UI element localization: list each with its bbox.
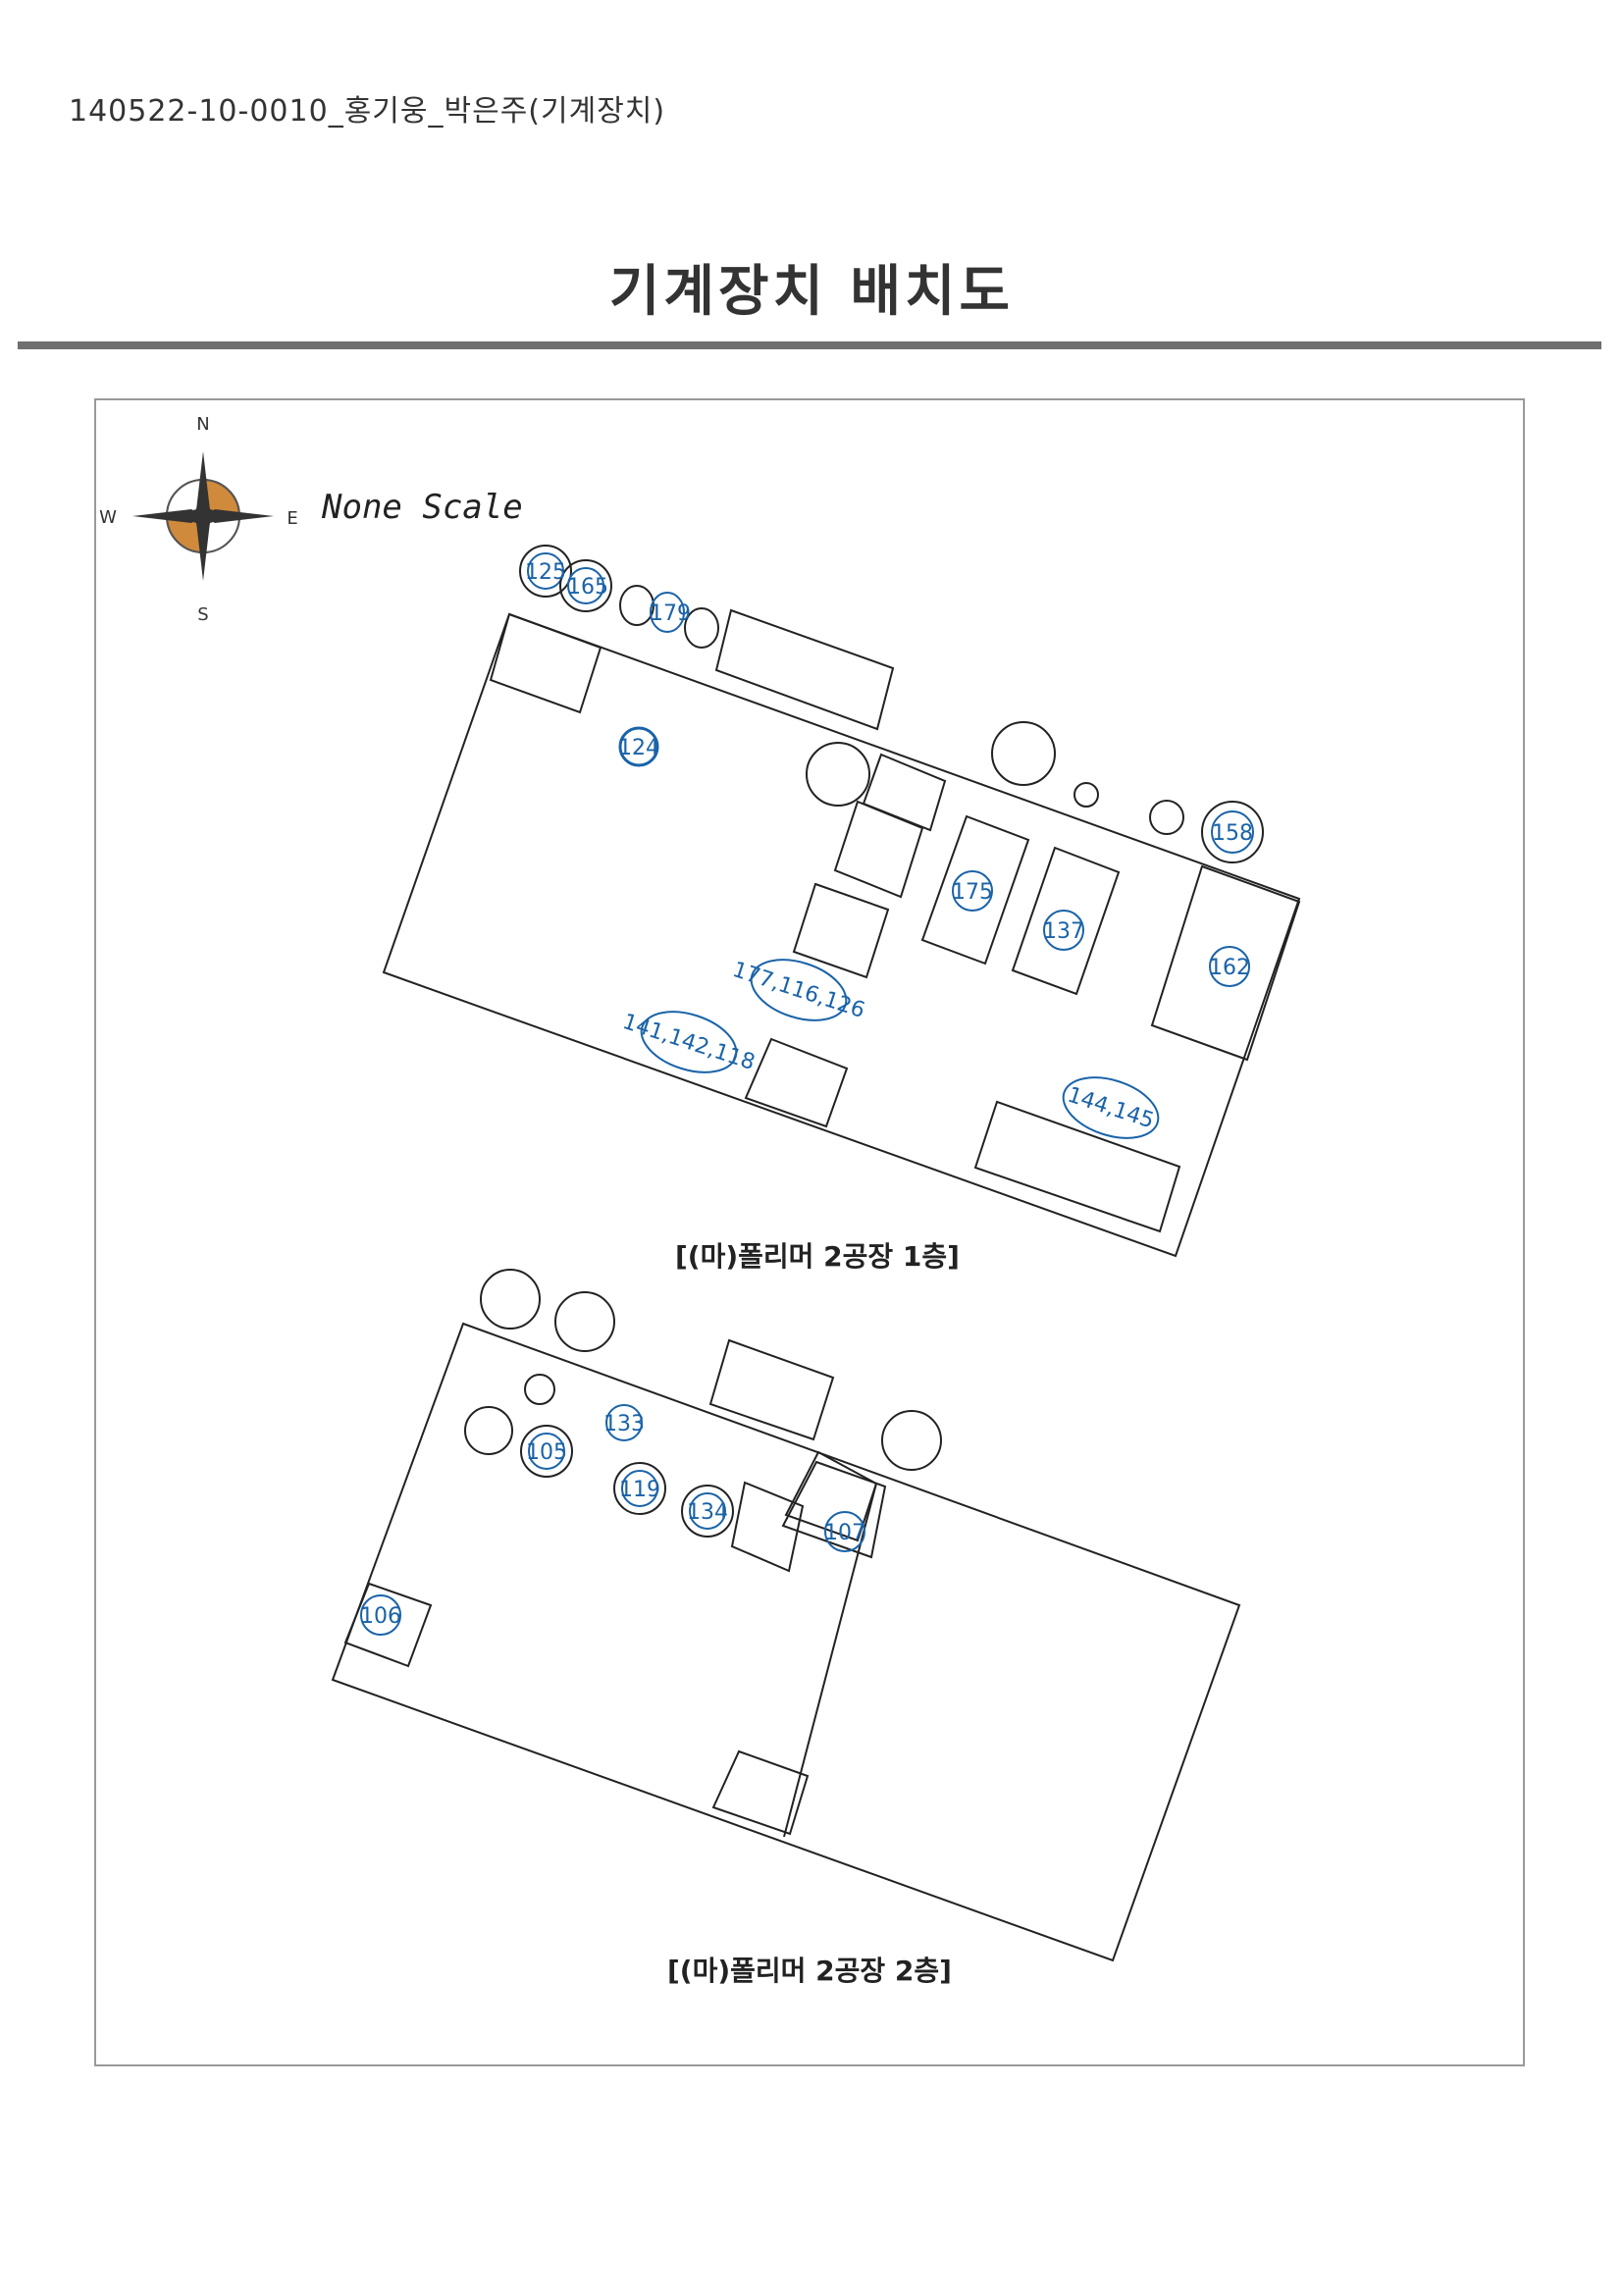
floor1-tank [619, 585, 654, 626]
floor2-equipment-box [784, 1450, 878, 1542]
floor2-equipment-box [708, 1338, 835, 1441]
floor2-equipment-box [711, 1749, 810, 1836]
floor2-label-133: 133 [603, 1412, 645, 1436]
floor2-tank [681, 1485, 734, 1538]
floor1-equipment-box [920, 814, 1030, 965]
floor2-tank [824, 1511, 865, 1552]
floor2-tank [613, 1462, 666, 1515]
floor1-equipment-box [489, 612, 602, 714]
floor1-group-marker [1062, 1076, 1160, 1139]
floor1-label-124: 124 [618, 736, 659, 760]
floor1-tank [519, 545, 572, 598]
floor2-tank [524, 1374, 555, 1405]
floor2-label-134: 134 [687, 1500, 728, 1525]
compass-w-label: W [99, 507, 117, 528]
floor2-label-119: 119 [619, 1478, 660, 1502]
floor1-equipment-box [1150, 864, 1301, 1062]
floor1-label-165: 165 [567, 575, 608, 600]
floor1-label-177-116-126: 177,116,126 [729, 958, 867, 1023]
document-id: 140522-10-0010_홍기웅_박은주(기계장치) [69, 94, 666, 129]
floor1-equipment-box [833, 800, 924, 899]
floor1-tank [650, 592, 685, 633]
floor1-tank-inner [1211, 810, 1254, 854]
floor1-equipment-box [714, 608, 895, 731]
floor2-equipment-box [781, 1460, 887, 1559]
floor2-tank [881, 1410, 942, 1471]
floor1-label-125: 125 [525, 560, 566, 585]
floor1-label-158: 158 [1212, 821, 1253, 846]
floor1-tank [806, 742, 870, 807]
floor1-tank [1149, 800, 1184, 835]
floor1-building-outline [382, 612, 1301, 1258]
floor1-equipment-box [862, 753, 947, 832]
floor1-label-144-145: 144,145 [1065, 1083, 1157, 1134]
floor2-plan [331, 1269, 1241, 1962]
page-title: 기계장치 배치도 [608, 260, 1015, 324]
floor1-label-179: 179 [650, 601, 691, 626]
floor2-tank-inner [689, 1492, 726, 1530]
floor1-tank [991, 721, 1056, 786]
scale-note: None Scale [321, 488, 523, 527]
floor2-labels: 133 105 119 134 107 106 [360, 1412, 865, 1629]
floor2-tank [554, 1291, 615, 1352]
floor2-equipment-box [730, 1481, 805, 1573]
floor1-label-175: 175 [952, 880, 993, 905]
floor2-building-outline [331, 1322, 1241, 1962]
floor1-tank-inner [567, 567, 604, 604]
floor2-tank-inner [621, 1470, 658, 1507]
floor1-tank [618, 726, 659, 767]
floor1-equipment-box [744, 1037, 849, 1128]
floor1-tank [1209, 946, 1250, 987]
floor2-label-106: 106 [360, 1604, 401, 1629]
floor1-plan [382, 545, 1301, 1258]
floor2-tank [464, 1406, 513, 1455]
floor1-tank [1043, 910, 1084, 951]
floor2-equipment-box [343, 1582, 433, 1668]
floor1-tank [1201, 801, 1264, 863]
floor1-equipment-box [1011, 846, 1121, 996]
floor1-tank [952, 870, 993, 912]
floor2-caption: [(마)폴리머 2공장 2층] [667, 1955, 952, 1987]
floor1-labels: 125 165 179 124 158 175 137 162 177,116,… [525, 560, 1253, 1133]
floor1-equipment-box [792, 882, 890, 979]
floor1-label-162: 162 [1209, 956, 1250, 980]
floor1-group-marker [640, 1011, 738, 1073]
floor1-caption: [(마)폴리머 2공장 1층] [675, 1240, 960, 1273]
floor1-equipment-box [973, 1100, 1181, 1233]
floor1-tank [1073, 782, 1099, 808]
floor2-tank [360, 1594, 401, 1636]
floor1-tank [684, 607, 719, 649]
floor1-label-137: 137 [1043, 919, 1084, 944]
floor2-label-107: 107 [824, 1521, 865, 1545]
compass-e-label: E [287, 508, 297, 529]
floor1-label-141-142-118: 141,142,118 [619, 1010, 758, 1075]
compass-n-label: N [196, 414, 209, 435]
floor1-tank [559, 559, 612, 612]
compass-rose: N S E W [99, 414, 298, 625]
drawing-frame [94, 398, 1525, 2066]
floor1-group-marker [750, 959, 848, 1021]
floor2-tank [520, 1425, 573, 1478]
title-underline [18, 341, 1601, 349]
floor2-tank [605, 1404, 643, 1441]
compass-s-label: S [197, 604, 208, 625]
floor2-label-105: 105 [526, 1440, 567, 1465]
floor2-tank [480, 1269, 541, 1330]
floor1-tank-inner [527, 552, 564, 590]
floor2-tank-inner [528, 1433, 565, 1470]
